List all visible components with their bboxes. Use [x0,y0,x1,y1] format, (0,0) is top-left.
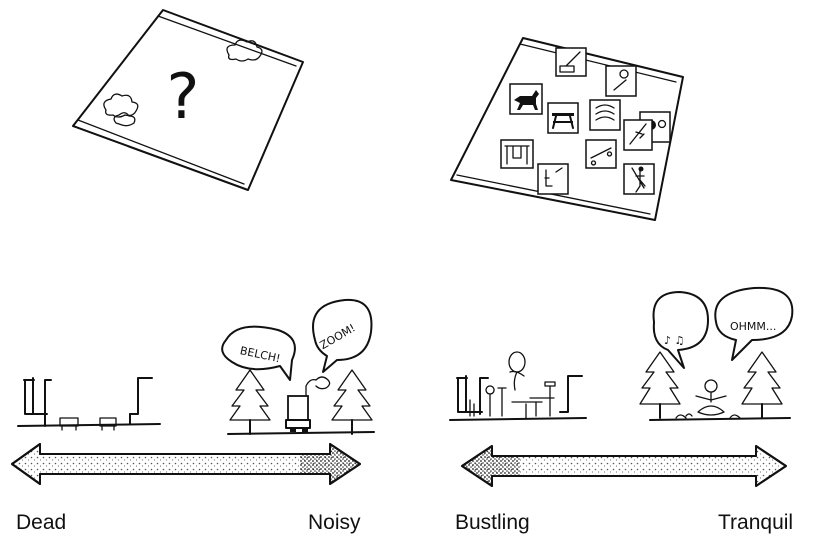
golf-icon [538,164,568,194]
sweep-icon [556,48,586,76]
water-icon [590,100,620,130]
tree-icon [332,370,372,434]
hiker-icon [624,164,654,194]
bustling-tranquil-scale-arrow [462,446,786,486]
active-park-plan [451,38,683,220]
picnic-table-icon [548,103,578,133]
scale-label-noisy: Noisy [308,511,361,535]
dead-street-section [18,378,160,430]
noisy-street-section: BELCH! ZOOM! [222,300,374,434]
music-notes: ♪ ♫ [664,334,684,347]
zoom-text: ZOOM! [318,321,358,352]
bustling-street-section [450,352,586,420]
scale-label-dead: Dead [16,511,66,535]
belch-text: BELCH! [239,344,282,365]
tranquil-park-section: ♪ ♫ OHMM... [640,288,792,420]
cloud-icon [104,94,138,126]
skateboard-icon [586,140,616,168]
ohmm-text: OHMM... [730,320,776,333]
dead-noisy-scale-arrow [12,444,360,484]
truck-icon [286,377,330,432]
climbing-icon [624,120,652,150]
scale-label-tranquil: Tranquil [718,511,793,535]
baseball-icon [606,66,636,96]
meditating-person-icon [696,380,726,415]
scale-label-bustling: Bustling [455,511,530,535]
swing-icon [501,140,533,168]
question-mark: ? [167,60,200,133]
tree-icon [742,352,782,418]
tree-icon [230,370,270,434]
dog-icon [510,84,542,114]
tree-icon [640,352,680,418]
empty-park-plan: ? [73,10,303,190]
